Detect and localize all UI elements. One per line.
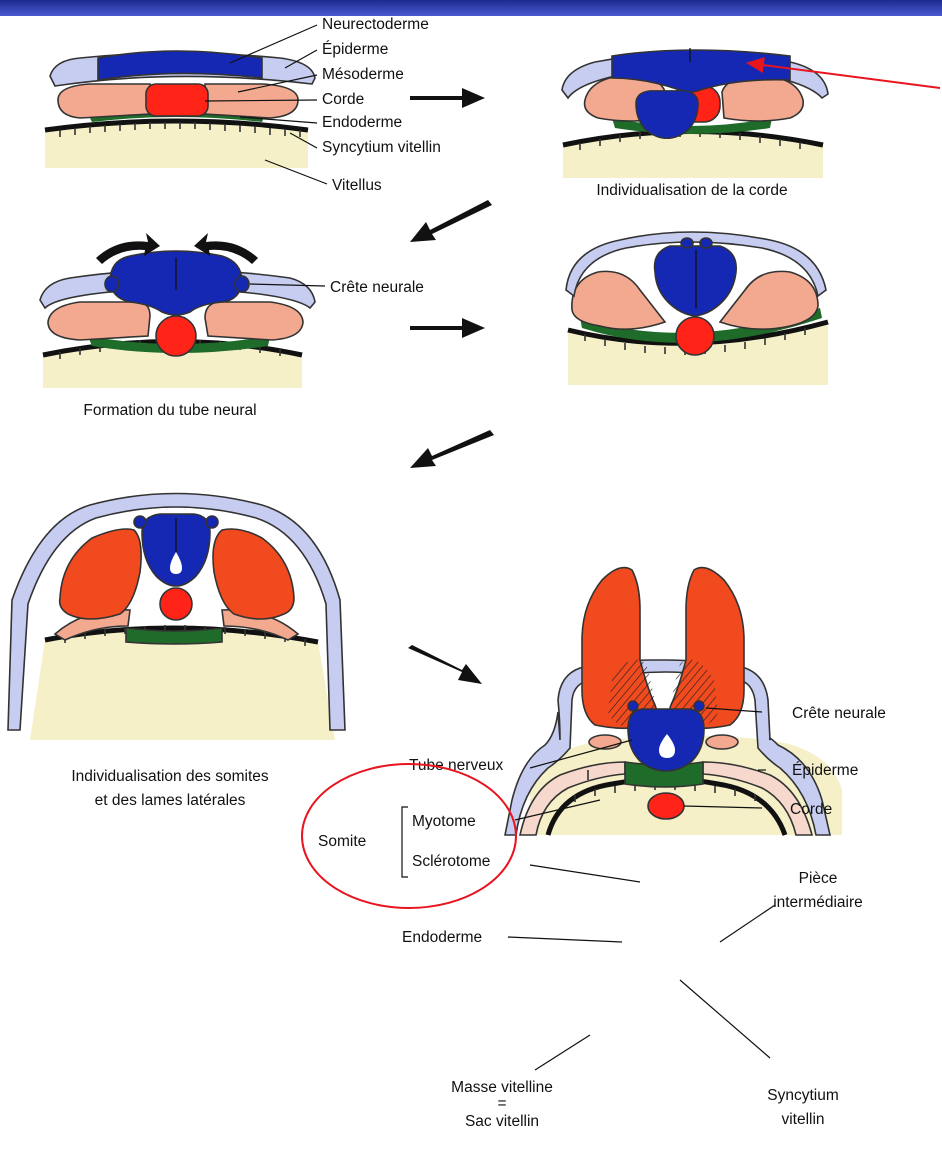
neural-crest-right	[700, 238, 712, 248]
label-piece-line-1: Pièce	[799, 870, 838, 887]
neural-crest-left	[105, 276, 119, 292]
flow-arrow-icon	[410, 200, 492, 242]
label-masse-line-1: Masse vitelline	[451, 1079, 553, 1096]
endoderm-sheet	[126, 628, 222, 644]
label-endoderme-stage-6: Endoderme	[402, 929, 482, 946]
mesoderm-left	[48, 302, 150, 340]
neural-crest-left	[681, 238, 693, 248]
label-myotome: Myotome	[412, 813, 476, 830]
label-sync-line-1: Syncytium	[767, 1087, 839, 1104]
intermediate-piece-right	[706, 735, 738, 749]
label-corde-stage-6: Corde	[790, 801, 832, 818]
label-sclerotome: Sclérotome	[412, 853, 490, 870]
label-corde: Corde	[322, 91, 364, 108]
label-epiderme-stage-6: Épiderme	[792, 762, 858, 779]
caption-stage-2: Individualisation de la corde	[596, 182, 787, 199]
yolk-mass	[30, 628, 335, 740]
caption-stage-5-line-2: et des lames latérales	[95, 792, 246, 809]
chorda	[156, 316, 196, 356]
flow-arrow-icon	[410, 430, 494, 468]
stage-1-diagram	[45, 25, 327, 184]
stage-6-chorda	[648, 793, 684, 819]
caption-stage-3: Formation du tube neural	[83, 402, 256, 419]
label-masse-line-3: Sac vitellin	[465, 1113, 539, 1130]
label-piece-line-2: intermédiaire	[773, 894, 863, 911]
stage-3-diagram	[40, 233, 325, 388]
label-mesoderme: Mésoderme	[322, 66, 404, 83]
label-crete-neurale-stage-3: Crête neurale	[330, 279, 424, 296]
flow-arrow-icon	[408, 645, 482, 684]
mesoderm-right	[205, 302, 303, 340]
label-syncytium: Syncytium vitellin	[322, 139, 441, 156]
label-crete-neurale-stage-6: Crête neurale	[792, 705, 886, 722]
label-masse-eq: =	[497, 1095, 506, 1112]
flow-arrow-icon	[410, 88, 485, 108]
stage-4-diagram	[566, 232, 828, 385]
stage-6-neural-crest-left	[628, 701, 638, 711]
label-neurectoderme: Neurectoderme	[322, 16, 429, 33]
mesoderm-left	[572, 271, 665, 329]
neural-crest-right	[206, 516, 218, 528]
label-endoderme: Endoderme	[322, 114, 402, 131]
neural-crest-left	[134, 516, 146, 528]
stage-5-diagram	[8, 494, 345, 741]
neural-crest-right	[235, 276, 249, 292]
label-somite: Somite	[318, 833, 366, 850]
chorda	[676, 317, 714, 355]
stage-6-neural-crest-right	[694, 701, 704, 711]
flow-arrow-icon	[410, 318, 485, 338]
chorda	[160, 588, 192, 620]
somite-right	[213, 529, 294, 619]
label-vitellus: Vitellus	[332, 177, 382, 194]
mesoderm-left	[58, 84, 150, 118]
label-sync-line-2: vitellin	[781, 1111, 824, 1128]
chorda	[146, 84, 208, 116]
caption-stage-5-line-1: Individualisation des somites	[71, 768, 269, 785]
somite-left	[60, 529, 141, 619]
label-epiderme: Épiderme	[322, 41, 388, 58]
